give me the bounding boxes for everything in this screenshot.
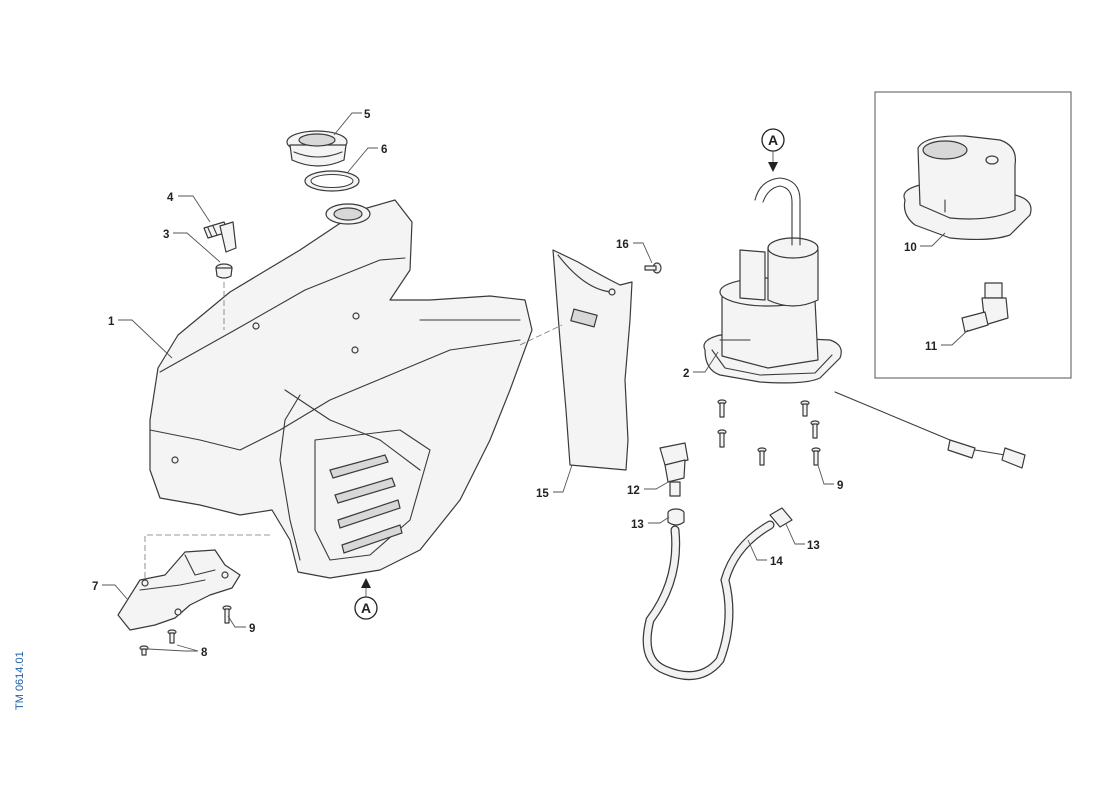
view-ref-bottom: A xyxy=(354,578,378,620)
mounting-bracket xyxy=(117,549,241,631)
callout-13-right: 13 xyxy=(807,540,820,552)
quick-connector xyxy=(659,442,689,497)
cover-screw xyxy=(644,262,662,274)
bolts-right xyxy=(717,399,821,466)
callout-11: 11 xyxy=(925,341,938,353)
callout-12: 12 xyxy=(627,485,640,497)
callout-6: 6 xyxy=(381,144,387,156)
hose-clamp-left xyxy=(667,508,685,526)
fuel-pump xyxy=(703,177,1026,469)
callout-16: 16 xyxy=(616,239,629,251)
o-ring xyxy=(304,170,360,192)
filler-cap xyxy=(286,130,348,167)
vent-fitting xyxy=(203,221,237,253)
leader-lines xyxy=(102,112,969,652)
elbow-fitting xyxy=(961,282,1009,333)
bolts-left xyxy=(139,605,232,656)
callout-14: 14 xyxy=(770,556,783,568)
callout-4: 4 xyxy=(167,192,174,204)
callout-2: 2 xyxy=(683,368,689,380)
callout-8: 8 xyxy=(201,647,208,659)
callout-15: 15 xyxy=(536,488,549,500)
grommet xyxy=(215,263,233,279)
fuel-tank xyxy=(149,199,533,579)
detail-inset-frame xyxy=(874,91,1072,379)
callout-1: 1 xyxy=(108,316,115,328)
callout-9-right: 9 xyxy=(837,480,843,492)
callout-13-left: 13 xyxy=(631,519,644,531)
fuel-hose xyxy=(642,520,775,681)
callout-7: 7 xyxy=(92,581,98,593)
callout-3: 3 xyxy=(163,229,169,241)
callout-9-left: 9 xyxy=(249,623,255,635)
hose-clamp-right xyxy=(769,507,793,528)
view-ref-top: A xyxy=(761,128,785,172)
view-ref-top-label: A xyxy=(768,132,778,148)
callout-labels: 1 2 3 4 5 6 7 8 9 9 10 11 12 13 13 14 15… xyxy=(92,109,938,659)
drawing-number: TM 0614.01 xyxy=(14,651,26,710)
tank-side-cover xyxy=(552,249,633,471)
callout-10: 10 xyxy=(904,242,917,254)
pump-flange-detail xyxy=(903,135,1032,241)
view-ref-bottom-label: A xyxy=(361,600,371,616)
callout-5: 5 xyxy=(364,109,371,121)
